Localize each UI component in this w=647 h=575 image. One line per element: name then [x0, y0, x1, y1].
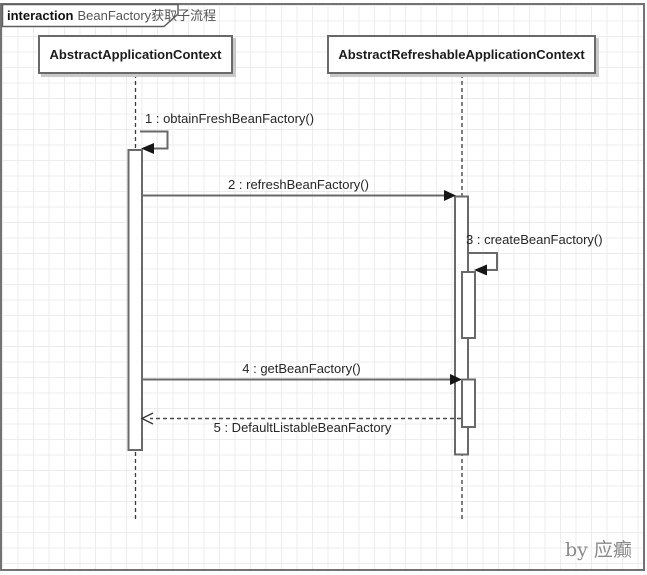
- message-5-label: 5 : DefaultListableBeanFactory: [213, 420, 392, 435]
- lifeline-header-abstract-refreshable-application-context: AbstractRefreshableApplicationContext: [327, 35, 596, 74]
- lifeline-header-abstract-application-context: AbstractApplicationContext: [38, 35, 233, 74]
- message-1-self-loop-line: [140, 130, 169, 150]
- activation-bar-right-nested-1: [461, 271, 476, 339]
- activation-bar-left: [127, 149, 143, 451]
- message-2-arrowhead-icon: [444, 190, 456, 201]
- message-2-label: 2 : refreshBeanFactory(): [228, 177, 369, 192]
- grid-background: [0, 3, 645, 571]
- message-4-label: 4 : getBeanFactory(): [242, 361, 361, 376]
- frame-pentagon-shape: [1, 3, 179, 28]
- lifeline-name: AbstractRefreshableApplicationContext: [338, 47, 585, 62]
- message-4-arrowhead-icon: [450, 374, 462, 385]
- message-3-arrowhead-icon: [474, 264, 487, 276]
- frame-keyword: interaction: [7, 8, 74, 23]
- author-watermark: by 应癫: [565, 539, 632, 561]
- message-3-self-loop-line: [468, 252, 498, 271]
- message-1-arrowhead-icon: [141, 143, 154, 154]
- activation-bar-right-nested-2: [461, 378, 476, 428]
- message-5-open-arrowhead-icon: [140, 412, 154, 425]
- message-3-label: 3 : createBeanFactory(): [466, 232, 603, 247]
- frame-title-text: BeanFactory获取子流程: [77, 8, 217, 23]
- lifeline-name: AbstractApplicationContext: [49, 47, 222, 62]
- message-1-label: 1 : obtainFreshBeanFactory(): [145, 111, 315, 126]
